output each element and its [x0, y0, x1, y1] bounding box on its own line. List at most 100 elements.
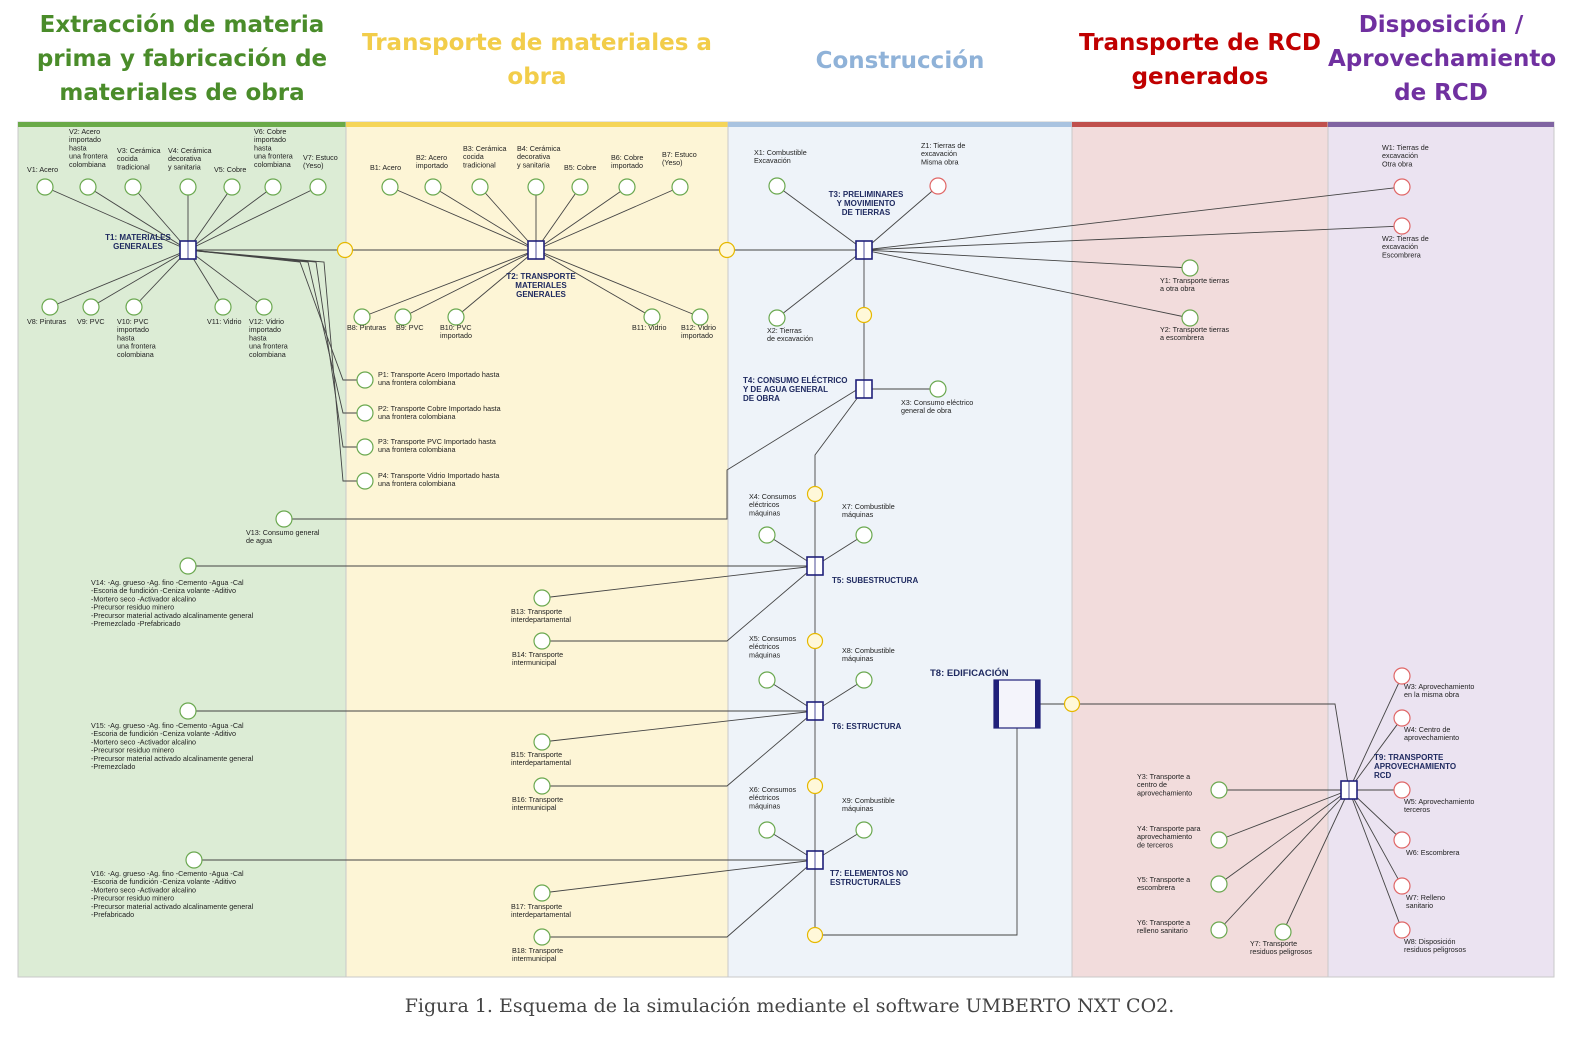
place-b12[interactable]	[691, 308, 709, 326]
place-v16[interactable]	[185, 851, 203, 869]
place-x9[interactable]	[855, 821, 873, 839]
place-b3[interactable]	[471, 178, 489, 196]
place-label-y3-line: Y3: Transporte a	[1137, 772, 1190, 781]
place-label-p4-line: P4: Transporte Vidrio Importado hasta	[378, 471, 499, 480]
place-y5[interactable]	[1210, 875, 1228, 893]
place-label-v16-line: -Precursor residuo minero	[91, 894, 174, 903]
place-label-x2-line: X2: Tierras	[767, 326, 802, 335]
place-label-v7-line: (Yeso)	[303, 161, 324, 170]
place-v15[interactable]	[179, 702, 197, 720]
place-y4[interactable]	[1210, 831, 1228, 849]
place-v2[interactable]	[79, 178, 97, 196]
place-b6[interactable]	[618, 178, 636, 196]
place-x4[interactable]	[758, 526, 776, 544]
place-y1[interactable]	[1181, 259, 1199, 277]
connector-place[interactable]	[806, 777, 824, 795]
place-y3[interactable]	[1210, 781, 1228, 799]
place-b10[interactable]	[447, 308, 465, 326]
place-label-b14-line: intermunicipal	[512, 658, 557, 667]
place-p1[interactable]	[356, 371, 374, 389]
connector-place[interactable]	[806, 485, 824, 503]
place-x1[interactable]	[768, 177, 786, 195]
connector-place[interactable]	[855, 306, 873, 324]
place-v10[interactable]	[125, 298, 143, 316]
place-w7[interactable]	[1393, 877, 1411, 895]
place-v14[interactable]	[179, 557, 197, 575]
place-b16[interactable]	[533, 777, 551, 795]
place-label-b14-line: B14: Transporte	[512, 650, 563, 659]
transition-t8[interactable]	[993, 679, 1041, 729]
place-label-v14-line: -Premezclado -Prefabricado	[91, 619, 180, 628]
place-x6[interactable]	[758, 821, 776, 839]
place-label-w4-line: W4: Centro de	[1404, 725, 1450, 734]
place-p4[interactable]	[356, 472, 374, 490]
connector-place[interactable]	[336, 241, 354, 259]
place-y7[interactable]	[1274, 923, 1292, 941]
place-y2[interactable]	[1181, 309, 1199, 327]
place-v7[interactable]	[309, 178, 327, 196]
place-v13[interactable]	[275, 510, 293, 528]
place-v12[interactable]	[255, 298, 273, 316]
place-b14[interactable]	[533, 632, 551, 650]
place-w6[interactable]	[1393, 831, 1411, 849]
connector-place[interactable]	[1063, 695, 1081, 713]
place-p2[interactable]	[356, 404, 374, 422]
connector-place[interactable]	[806, 632, 824, 650]
place-x3[interactable]	[929, 380, 947, 398]
stage-header-line: Extracción de materia	[39, 12, 325, 38]
place-label-w8-line: W8: Disposición	[1404, 937, 1456, 946]
flow-arc	[541, 710, 816, 743]
place-b9[interactable]	[394, 308, 412, 326]
place-v6[interactable]	[264, 178, 282, 196]
place-b2[interactable]	[424, 178, 442, 196]
place-v5[interactable]	[223, 178, 241, 196]
place-b18[interactable]	[533, 928, 551, 946]
stage-header-line: Disposición /	[1358, 12, 1524, 38]
place-label-v3-line: tradicional	[117, 162, 150, 171]
place-v8[interactable]	[41, 298, 59, 316]
place-label-y6-line: Y6: Transporte a	[1137, 918, 1190, 927]
place-b17[interactable]	[533, 884, 551, 902]
place-b8[interactable]	[353, 308, 371, 326]
flow-arc	[432, 186, 537, 251]
place-w8[interactable]	[1393, 921, 1411, 939]
place-b7[interactable]	[671, 178, 689, 196]
transition-label-t4-line: DE OBRA	[743, 394, 780, 403]
place-v1[interactable]	[36, 178, 54, 196]
place-z1[interactable]	[929, 177, 947, 195]
place-p3[interactable]	[356, 438, 374, 456]
place-b4[interactable]	[527, 178, 545, 196]
place-w4[interactable]	[1393, 709, 1411, 727]
connector-place[interactable]	[806, 926, 824, 944]
place-b1[interactable]	[381, 178, 399, 196]
place-b15[interactable]	[533, 733, 551, 751]
place-x8[interactable]	[855, 671, 873, 689]
place-y6[interactable]	[1210, 921, 1228, 939]
place-b13[interactable]	[533, 589, 551, 607]
flow-arc	[814, 388, 865, 566]
place-v3[interactable]	[124, 178, 142, 196]
place-v4[interactable]	[179, 178, 197, 196]
place-label-b17-line: interdepartamental	[511, 910, 571, 919]
place-x5[interactable]	[758, 671, 776, 689]
place-v11[interactable]	[214, 298, 232, 316]
transition-label-t5-line: T5: SUBESTRUCTURA	[832, 576, 918, 585]
place-b5[interactable]	[571, 178, 589, 196]
connector-place[interactable]	[718, 241, 736, 259]
place-label-w1-line: Otra obra	[1382, 159, 1412, 168]
place-x7[interactable]	[855, 526, 873, 544]
place-b11[interactable]	[643, 308, 661, 326]
place-w5[interactable]	[1393, 781, 1411, 799]
place-w2[interactable]	[1393, 217, 1411, 235]
place-v9[interactable]	[82, 298, 100, 316]
stage-header-line: generados	[1131, 64, 1269, 90]
place-w3[interactable]	[1393, 667, 1411, 685]
place-x2[interactable]	[768, 309, 786, 327]
place-w1[interactable]	[1393, 178, 1411, 196]
